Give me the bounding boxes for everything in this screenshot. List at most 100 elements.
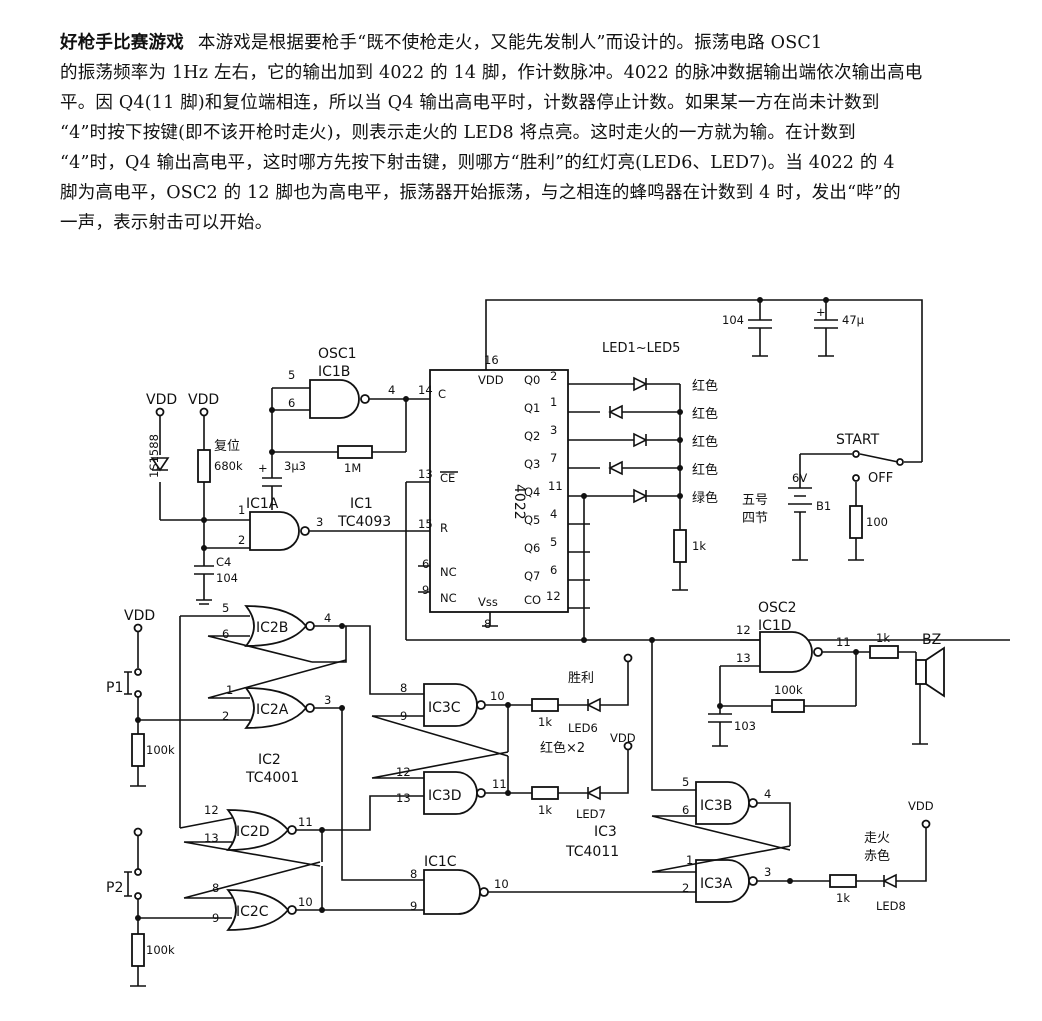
ic2-nor-latches: IC2B 5 6 4 IC2A 1 2 3 IC2 TC4001 IC2D 12…	[179, 601, 424, 931]
ic3-model: TC4011	[565, 844, 619, 860]
svg-text:CE: CE	[440, 471, 455, 485]
svg-text:1: 1	[238, 503, 245, 517]
c-104-label: 104	[722, 313, 744, 327]
reset-label: 复位	[214, 439, 240, 454]
r-led7-label: 1k	[538, 803, 552, 817]
svg-text:5: 5	[288, 368, 295, 382]
ic1-name: IC1	[350, 496, 373, 512]
r-led7-1k	[531, 786, 559, 800]
svg-text:NC: NC	[440, 565, 457, 579]
description-line: 平。因 Q4(11 脚)和复位端相连，所以当 Q4 输出高电平时，计数器停止计数…	[60, 93, 880, 113]
ic1a-nand-gate	[249, 511, 300, 551]
osc2-label: OSC2	[758, 600, 797, 616]
vdd-label: VDD	[146, 392, 177, 408]
ic-4022-label: 4022	[511, 484, 527, 520]
led7-label: LED7	[576, 807, 606, 821]
svg-text:6: 6	[422, 557, 429, 571]
battery-desc: 四节	[742, 511, 768, 526]
r-p1-100k	[131, 733, 145, 767]
r-100	[849, 505, 863, 539]
power-supply: 104 + 47μ START 100 OFF 6V 五号 四节 B1	[722, 297, 922, 561]
svg-text:13: 13	[418, 467, 433, 481]
r-680k-label: 680k	[214, 459, 243, 473]
buzzer-horn	[925, 646, 945, 698]
c4-label: C4	[216, 555, 231, 569]
r-1m	[337, 445, 373, 459]
svg-text:1: 1	[550, 395, 557, 409]
led6-label: LED6	[568, 721, 598, 735]
svg-text:+: +	[258, 461, 268, 475]
svg-text:Q5: Q5	[524, 513, 540, 527]
ic1b-nand-gate	[309, 379, 360, 419]
led8-label: LED8	[876, 899, 906, 913]
description-line: “4”时，Q4 输出高电平，这时哪方先按下射击键，则哪方“胜利”的红灯亮(LED…	[60, 153, 895, 173]
ic-4022-body	[429, 369, 569, 613]
reset-section: VDD VDD 1S1588 复位 680k C4 104 IC1A 1 2 3…	[146, 392, 430, 605]
start-label: START	[836, 432, 880, 448]
svg-text:16: 16	[484, 353, 499, 367]
ic1c-nand-gate	[423, 869, 481, 915]
svg-text:+: +	[816, 305, 826, 319]
vdd-label: VDD	[124, 608, 155, 624]
ic2a-label: IC2A	[256, 702, 289, 718]
vdd-label: VDD	[610, 731, 636, 745]
svg-text:6: 6	[222, 627, 229, 641]
ic3b-label: IC3B	[700, 798, 732, 814]
svg-text:6: 6	[288, 396, 295, 410]
description-line: 的振荡频率为 1Hz 左右，它的输出加到 4022 的 14 脚，作计数脉冲。4…	[60, 63, 923, 83]
svg-text:2: 2	[682, 881, 689, 895]
ic1d-nand-gate	[759, 631, 813, 673]
led1-5-bank: LED1~LED5 1k 红色 红色 红色 红色 绿色	[590, 341, 718, 591]
r-p1-label: 100k	[146, 743, 175, 757]
win-label: 胜利	[568, 671, 594, 686]
ic-4022-counter: 4022 C CE R NC NC VDD Vss Q0 Q1 Q2 Q3 Q4…	[405, 299, 1010, 643]
ic1b-output-bubble	[360, 394, 370, 404]
svg-text:2: 2	[238, 533, 245, 547]
misfire-label: 走火	[864, 831, 890, 846]
r-1k-label: 1k	[692, 539, 706, 553]
svg-text:9: 9	[212, 911, 219, 925]
svg-text:Q2: Q2	[524, 429, 540, 443]
svg-text:Q7: Q7	[524, 569, 540, 583]
r-led8-1k	[829, 874, 857, 888]
svg-text:8: 8	[484, 617, 491, 631]
svg-text:Q3: Q3	[524, 457, 540, 471]
misfire-color: 赤色	[864, 848, 890, 864]
player1-section: VDD P1 100k	[106, 608, 220, 787]
diode-label: 1S1588	[147, 434, 161, 478]
c-3u3-label: 3μ3	[284, 459, 306, 473]
r-led6-label: 1k	[538, 715, 552, 729]
svg-text:Q1: Q1	[524, 401, 540, 415]
r-p2-label: 100k	[146, 943, 175, 957]
description-line: 好枪手比赛游戏本游戏是根据要枪手“既不使枪走火，又能先发制人”而设计的。振荡电路…	[60, 28, 1020, 58]
svg-text:5: 5	[222, 601, 229, 615]
ic2d-label: IC2D	[236, 824, 270, 840]
ic3d-label: IC3D	[428, 788, 462, 804]
vdd-label: VDD	[188, 392, 219, 408]
svg-text:Q0: Q0	[524, 373, 540, 387]
svg-text:4: 4	[764, 787, 771, 801]
ic2c-nor-gate	[226, 889, 290, 931]
svg-text:3: 3	[316, 515, 323, 529]
switch-contact	[852, 450, 860, 458]
svg-text:14: 14	[418, 383, 433, 397]
off-label: OFF	[868, 471, 893, 486]
ic1b-label: IC1B	[318, 364, 350, 380]
vdd-label: VDD	[908, 799, 934, 813]
ic2b-nor-gate	[244, 605, 308, 647]
ic2a-nor-gate	[244, 687, 308, 729]
c-103-label: 103	[734, 719, 756, 733]
r-buzzer-1k	[869, 645, 899, 659]
ic2-name: IC2	[258, 752, 281, 768]
svg-text:2: 2	[222, 709, 229, 723]
r-100k-label: 100k	[774, 683, 803, 697]
svg-text:11: 11	[836, 635, 851, 649]
ic3-nand-latches: IC3C 8 9 10 IC3D 12 13 11 1k 1k 胜利 LED6 …	[371, 637, 934, 915]
svg-text:4: 4	[388, 383, 395, 397]
svg-text:5: 5	[682, 775, 689, 789]
svg-text:Q4: Q4	[524, 485, 540, 499]
ic3-name: IC3	[594, 824, 617, 840]
svg-text:1: 1	[686, 853, 693, 867]
svg-text:13: 13	[396, 791, 411, 805]
